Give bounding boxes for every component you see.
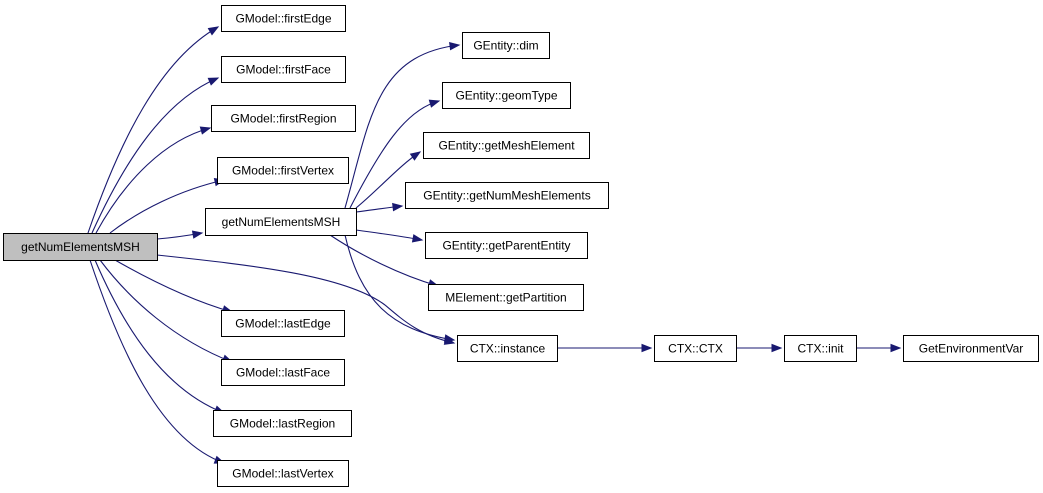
node-firstEdge[interactable]: GModel::firstEdge — [221, 5, 346, 32]
node-box — [221, 310, 345, 337]
node-label: GModel::lastVertex — [232, 467, 333, 481]
edge-getNumElementsMSH2-to-getParentEntity — [355, 229, 423, 241]
node-label: CTX::CTX — [668, 342, 723, 356]
node-firstFace[interactable]: GModel::firstFace — [221, 56, 346, 83]
arrowhead-getNumElementsMSH2 — [191, 230, 204, 239]
node-label: GModel::firstRegion — [230, 112, 336, 126]
node-box — [217, 460, 349, 487]
node-label: GModel::firstFace — [236, 63, 331, 77]
node-box — [425, 232, 588, 259]
node-label: GModel::lastRegion — [230, 417, 335, 431]
edge-root-to-lastRegion — [94, 259, 225, 414]
node-getParentEntity[interactable]: GEntity::getParentEntity — [425, 232, 588, 259]
node-ctxInstance[interactable]: CTX::instance — [457, 335, 558, 362]
edges-layer — [87, 26, 902, 464]
node-lastVertex[interactable]: GModel::lastVertex — [217, 460, 349, 487]
arrowhead-ctxInstance — [443, 334, 456, 343]
arrowhead-firstRegion — [199, 126, 212, 135]
node-box — [217, 157, 349, 184]
node-ctxInit[interactable]: CTX::init — [784, 335, 857, 362]
node-box — [784, 335, 857, 362]
node-root[interactable]: getNumElementsMSH — [3, 233, 158, 261]
arrowhead-getNumMeshElements — [392, 202, 404, 212]
node-ctxCtor[interactable]: CTX::CTX — [654, 335, 737, 362]
node-getNumMeshElements[interactable]: GEntity::getNumMeshElements — [405, 182, 609, 209]
node-lastRegion[interactable]: GModel::lastRegion — [213, 410, 352, 437]
arrowhead-getParentEntity — [411, 234, 424, 243]
edge-getNumElementsMSH2-to-geomType — [349, 100, 440, 209]
arrowhead-dim — [449, 42, 461, 51]
edge-getNumElementsMSH2-to-ctxInstance — [344, 234, 455, 341]
node-firstVertex[interactable]: GModel::firstVertex — [217, 157, 349, 184]
edge-root-to-firstRegion — [95, 127, 211, 234]
arrowhead-firstEdge — [207, 26, 220, 36]
node-label: GModel::lastEdge — [235, 317, 331, 331]
arrowhead-ctxCtor — [641, 343, 653, 353]
arrowhead-getEnv — [890, 343, 902, 353]
node-label: GEntity::geomType — [455, 89, 557, 103]
edge-root-to-firstFace — [91, 77, 219, 234]
node-label: GetEnvironmentVar — [919, 342, 1024, 356]
node-label: CTX::init — [797, 342, 844, 356]
node-box — [423, 132, 590, 159]
node-box — [221, 359, 345, 386]
node-getMeshElement[interactable]: GEntity::getMeshElement — [423, 132, 590, 159]
node-lastEdge[interactable]: GModel::lastEdge — [221, 310, 345, 337]
node-box — [211, 105, 356, 132]
node-box — [654, 335, 737, 362]
node-box — [221, 5, 346, 32]
edge-root-to-firstVertex — [109, 179, 225, 234]
arrowhead-geomType — [428, 99, 441, 108]
node-label: GEntity::getMeshElement — [438, 139, 575, 153]
edge-root-to-firstEdge — [87, 26, 219, 234]
node-box — [462, 32, 550, 59]
edge-root-to-lastVertex — [89, 259, 225, 464]
node-label: getNumElementsMSH — [21, 240, 140, 254]
node-box — [428, 284, 584, 311]
edge-getNumElementsMSH2-to-getPartition — [329, 234, 439, 287]
node-lastFace[interactable]: GModel::lastFace — [221, 359, 345, 386]
node-label: GModel::lastFace — [236, 366, 330, 380]
node-label: GEntity::getParentEntity — [442, 239, 570, 253]
arrowhead-firstFace — [207, 77, 220, 86]
edge-root-to-lastFace — [99, 259, 233, 363]
edge-root-to-lastEdge — [114, 259, 233, 313]
node-box — [3, 233, 158, 261]
node-box — [205, 208, 357, 236]
node-box — [405, 182, 609, 209]
node-box — [442, 82, 571, 109]
node-geomType[interactable]: GEntity::geomType — [442, 82, 571, 109]
node-box — [221, 56, 346, 83]
node-getEnv[interactable]: GetEnvironmentVar — [903, 335, 1039, 362]
arrowhead-getMeshElement — [409, 151, 422, 161]
node-label: GModel::firstVertex — [232, 164, 334, 178]
edge-root-to-ctxInstance — [156, 254, 455, 344]
nodes-layer: getNumElementsMSH GModel::firstEdgeGModel… — [3, 5, 1039, 487]
node-box — [903, 335, 1039, 362]
node-label: GModel::firstEdge — [235, 12, 331, 26]
node-dim[interactable]: GEntity::dim — [462, 32, 550, 59]
node-getNumElementsMSH2[interactable]: getNumElementsMSH — [205, 208, 357, 236]
node-label: GEntity::getNumMeshElements — [423, 189, 590, 203]
arrowhead-ctxInit — [771, 343, 783, 353]
node-getPartition[interactable]: MElement::getPartition — [428, 284, 584, 311]
node-box — [213, 410, 352, 437]
node-box — [457, 335, 558, 362]
node-label: getNumElementsMSH — [222, 215, 341, 229]
node-firstRegion[interactable]: GModel::firstRegion — [211, 105, 356, 132]
edge-getNumElementsMSH2-to-dim — [344, 44, 460, 209]
node-label: CTX::instance — [470, 342, 546, 356]
node-label: MElement::getPartition — [445, 291, 566, 305]
node-label: GEntity::dim — [473, 39, 538, 53]
